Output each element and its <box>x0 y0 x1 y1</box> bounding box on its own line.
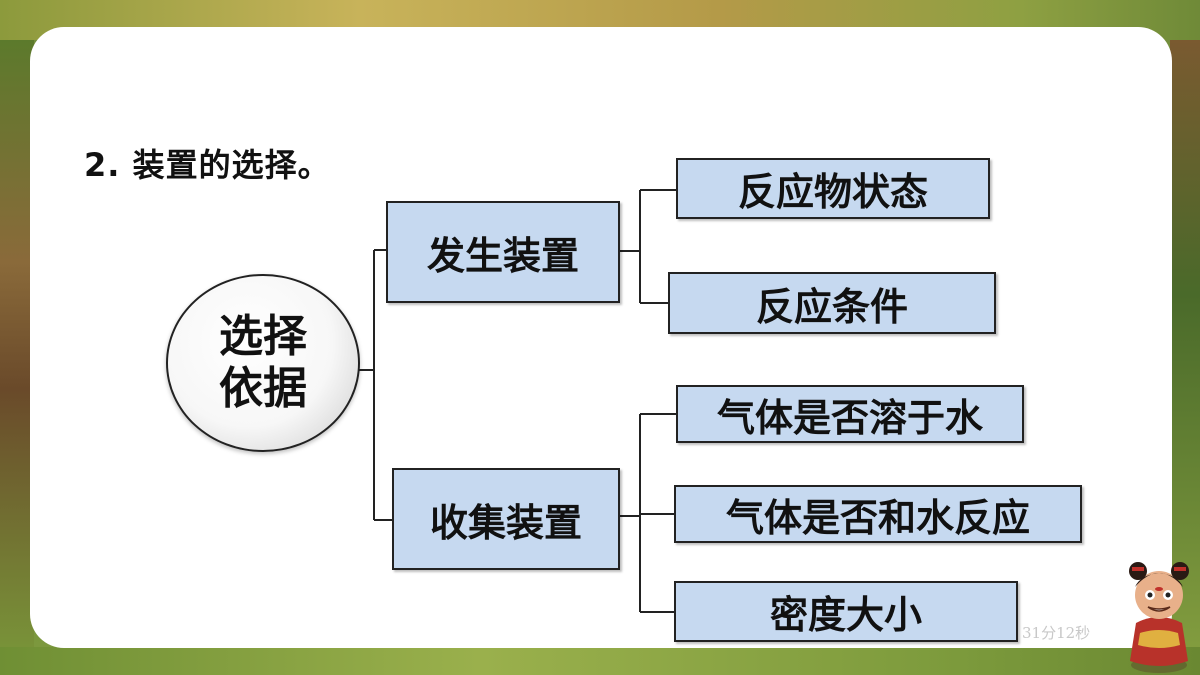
root-label-line-1: 选择 <box>219 311 307 362</box>
cartoon-character-icon <box>1129 562 1189 673</box>
leaf-node-reaction-condition: 反应条件 <box>668 272 996 334</box>
background-bottom <box>0 647 1200 675</box>
timer-text: 31分12秒 <box>1022 624 1091 642</box>
background-left <box>0 40 34 675</box>
leaf-node-soluble: 气体是否溶于水 <box>676 385 1024 443</box>
branch-node-collection: 收集装置 <box>392 468 620 570</box>
root-label-line-2: 依据 <box>219 363 307 414</box>
leaf-node-density: 密度大小 <box>674 581 1018 642</box>
root-node: 选择 依据 <box>166 274 360 452</box>
branch-node-generation: 发生装置 <box>386 201 620 303</box>
slide-heading: 2. 装置的选择。 <box>84 146 331 184</box>
leaf-node-reacts-with-water: 气体是否和水反应 <box>674 485 1082 543</box>
leaf-node-reactant-state: 反应物状态 <box>676 158 990 219</box>
